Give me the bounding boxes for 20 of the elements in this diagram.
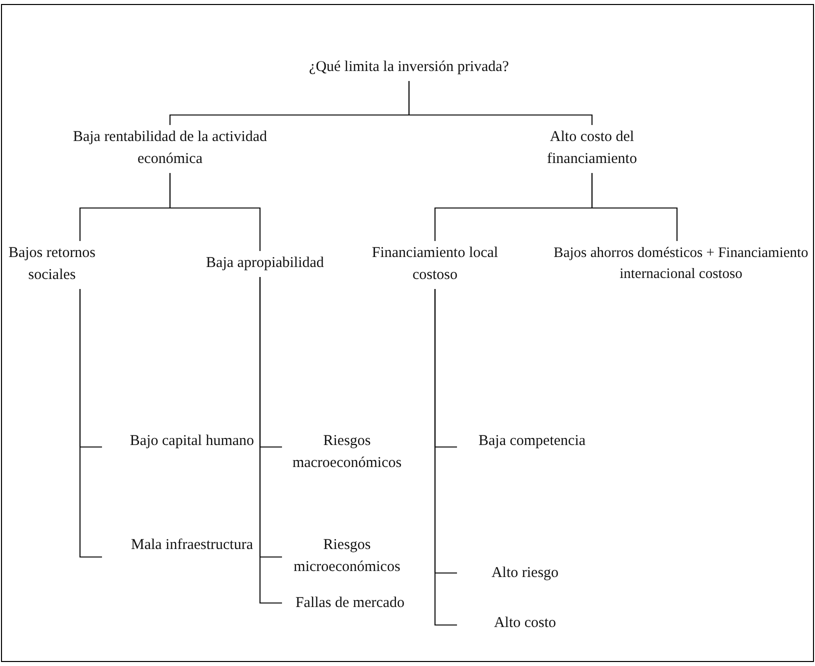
tree-node-label: Bajos ahorros domésticos + Financiamiento internacional costoso: [548, 243, 814, 286]
tree-node-label: Financiamiento local costoso: [355, 243, 515, 286]
tree-node-label: Bajos retornos sociales: [2, 243, 102, 286]
tree-node-label: Bajo capital humano: [102, 431, 282, 453]
tree-node-label: Baja competencia: [457, 431, 607, 453]
tree-node-label: Mala infraestructura: [102, 535, 282, 557]
tree-node-label: Baja apropiabilidad: [180, 253, 350, 275]
tree-node-label: Alto riesgo: [457, 563, 593, 585]
tree-connector: [169, 173, 261, 251]
tree-node-label: ¿Qué limita la inversión privada?: [259, 57, 559, 79]
tree-connector: [408, 81, 593, 125]
tree-node-label: Riesgos microeconómicos: [282, 535, 412, 578]
tree-node-label: Baja rentabilidad de la actividad económica: [70, 127, 270, 170]
tree-connector: [434, 289, 457, 626]
tree-connector: [591, 173, 678, 241]
tree-node-label: Fallas de mercado: [282, 593, 418, 615]
tree-node-label: Riesgos macroeconómicos: [282, 431, 412, 474]
tree-node-label: Alto costo: [457, 613, 593, 635]
tree-connector: [79, 289, 102, 558]
tree-node-label: Alto costo del financiamiento: [512, 127, 672, 170]
